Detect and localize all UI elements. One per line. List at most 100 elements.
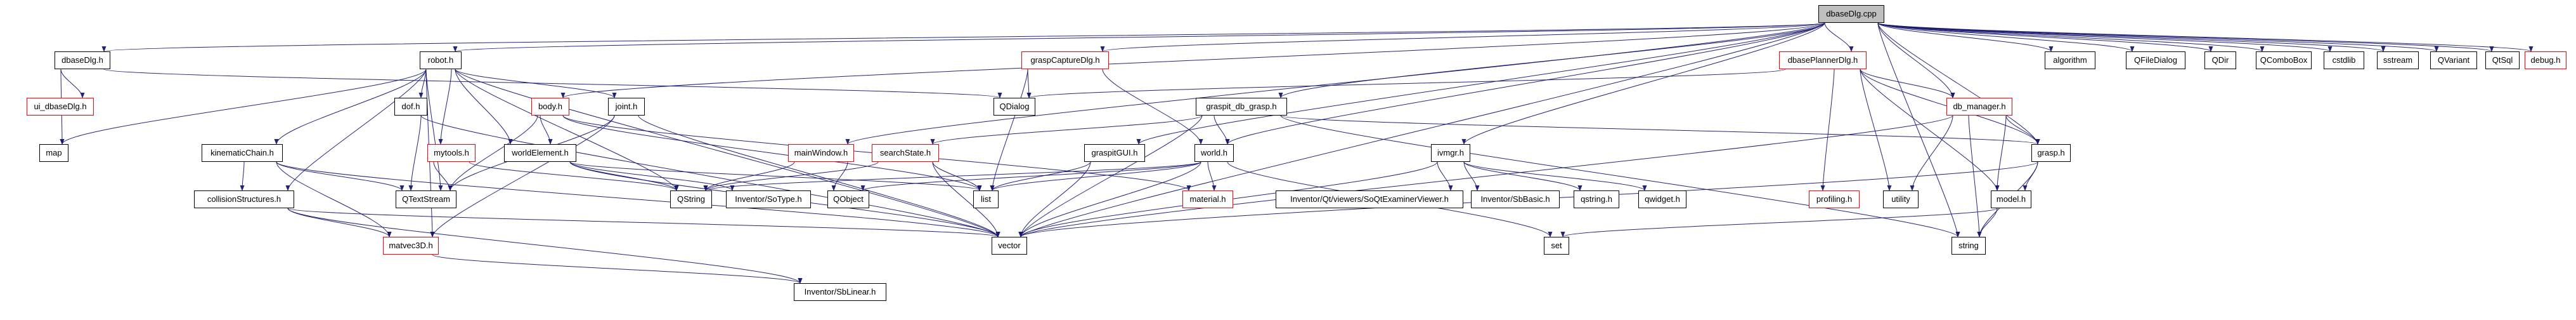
include-edge-searchState_h-to-vector [932,161,1000,237]
include-edge-dbaseDlg_cpp-to-dbasePlannerDlg_h [1824,22,1854,52]
include-edge-matvec3D_h-to-Inventor_SbLinear_h [432,254,803,284]
graph-node-debug_h[interactable]: debug.h [2525,51,2566,69]
include-edge-dbasePlannerDlg_h-to-QDialog [1027,69,1786,98]
graph-node-graspitGUI_h[interactable]: graspitGUI.h [1084,144,1145,162]
include-edge-dbaseDlg_cpp-to-dbaseDlg_h [102,22,1825,52]
graph-node-string[interactable]: string [1951,237,1986,255]
include-edge-body_h-to-worldElement_h [540,115,553,145]
include-edge-collisionStructures_h-to-vector [287,208,1000,237]
graph-node-sstream[interactable]: sstream [2377,51,2419,69]
include-edge-robot_h-to-QString [455,69,679,191]
include-edge-dbaseDlg_cpp-to-string [1877,22,1960,237]
include-edge-robot_h-to-mytools_h [438,69,452,145]
include-edge-dbasePlannerDlg_h-to-profiling_h [1820,69,1835,191]
graph-node-body_h[interactable]: body.h [531,98,569,116]
include-edge-db_manager_h-to-vector [1018,115,1953,237]
graph-node-cstdlib[interactable]: cstdlib [2324,51,2364,69]
include-edge-dbaseDlg_cpp-to-QComboBox [1877,22,2265,52]
graph-node-QVariant[interactable]: QVariant [2430,51,2477,69]
include-edge-world_h-to-material_h [1207,161,1217,191]
include-edge-world_h-to-vector [1018,161,1201,237]
include-edge-mytools_h-to-QTextStream [433,161,453,191]
graph-node-QString[interactable]: QString [670,190,712,208]
include-edge-graspit_db_grasp_h-to-vector [1018,115,1203,237]
include-edge-collisionStructures_h-to-Inventor_SbLinear_h [287,208,803,284]
graph-node-QDir[interactable]: QDir [2204,51,2236,69]
graph-node-kinematicChain_h[interactable]: kinematicChain.h [202,144,283,162]
graph-node-dbaseDlg_h[interactable]: dbaseDlg.h [55,51,110,69]
include-edge-dbaseDlg_h-to-ui_dbaseDlg_h [60,69,85,98]
graph-node-mytools_h[interactable]: mytools.h [427,144,476,162]
include-edge-dof_h-to-vector [420,115,1000,237]
graph-node-dof_h[interactable]: dof.h [394,98,427,116]
include-edge-kinematicChain_h-to-matvec3D_h [276,161,392,237]
graph-node-dbaseDlg_cpp: dbaseDlg.cpp [1818,5,1884,23]
graph-node-QObject[interactable]: QObject [827,190,869,208]
include-edge-model_h-to-string [1977,208,1998,237]
include-edge-world_h-to-list [990,161,1201,191]
include-edge-robot_h-to-worldElement_h [455,69,513,145]
include-edge-dbaseDlg_cpp-to-graspCaptureDlg_h [1101,22,1825,52]
graph-node-db_manager_h[interactable]: db_manager.h [1946,98,2012,116]
include-edge-collisionStructures_h-to-matvec3D_h [287,208,392,237]
include-edge-dbaseDlg_cpp-to-algorithm [1877,22,2054,52]
graph-node-set[interactable]: set [1544,237,1569,255]
graph-node-QDialog[interactable]: QDialog [994,98,1035,116]
graph-node-QtSql[interactable]: QtSql [2485,51,2520,69]
include-edge-dbaseDlg_h-to-QDialog [103,69,1002,98]
graph-node-graspit_db_grasp_h[interactable]: graspit_db_grasp.h [1196,98,1287,116]
graph-node-mainWindow_h[interactable]: mainWindow.h [788,144,854,162]
include-edge-ivmgr_h-to-qwidget_h [1463,161,1647,191]
include-edge-robot_h-to-joint_h [455,69,617,98]
graph-node-joint_h[interactable]: joint.h [608,98,645,116]
graph-node-dbasePlannerDlg_h[interactable]: dbasePlannerDlg.h [1779,51,1867,69]
include-edge-mainWindow_h-to-QObject [831,161,848,191]
include-edge-body_h-to-QTextStream [448,115,538,191]
graph-node-algorithm[interactable]: algorithm [2045,51,2095,69]
include-edge-dbaseDlg_cpp-to-mainWindow_h [845,22,1825,145]
graph-node-model_h[interactable]: model.h [1991,190,2031,208]
graph-node-robot_h[interactable]: robot.h [420,51,462,69]
graph-node-profiling_h[interactable]: profiling.h [1809,190,1860,208]
graph-node-map[interactable]: map [39,144,68,162]
graph-node-graspCaptureDlg_h[interactable]: graspCaptureDlg.h [1021,51,1109,69]
include-edge-graspitGUI_h-to-vector [1018,161,1091,237]
graph-node-QComboBox[interactable]: QComboBox [2256,51,2312,69]
include-edge-dbaseDlg_cpp-to-body_h [561,22,1825,98]
include-edge-dbaseDlg_cpp-to-debug_h [1877,22,2533,52]
graph-node-Inventor_SbBasic_h[interactable]: Inventor/SbBasic.h [1471,190,1560,208]
graph-node-world_h[interactable]: world.h [1194,144,1234,162]
include-edge-db_manager_h-to-grasp_h [2005,115,2040,145]
include-edge-graspitGUI_h-to-list [990,161,1091,191]
graph-node-ivmgr_h[interactable]: ivmgr.h [1431,144,1470,162]
graph-node-qstring_h[interactable]: qstring.h [1574,190,1619,208]
include-edge-worldElement_h-to-Inventor_SoType_h [569,161,735,191]
graph-node-QFileDialog[interactable]: QFileDialog [2126,51,2185,69]
include-edge-dbasePlannerDlg_h-to-db_manager_h [1860,69,1955,98]
include-edge-robot_h-to-map [60,69,427,145]
include-edge-robot_h-to-kinematicChain_h [274,69,427,145]
include-edge-robot_h-to-QTextStream [425,69,443,191]
graph-node-collisionStructures_h[interactable]: collisionStructures.h [194,190,294,208]
graph-node-searchState_h[interactable]: searchState.h [872,144,939,162]
graph-node-Inventor_SbLinear_h[interactable]: Inventor/SbLinear.h [794,283,886,301]
graph-node-vector[interactable]: vector [992,237,1027,255]
graph-node-qwidget_h[interactable]: qwidget.h [1638,190,1686,208]
graph-node-Inventor_SoType_h[interactable]: Inventor/SoType.h [726,190,811,208]
graph-node-material_h[interactable]: material.h [1182,190,1233,208]
graph-node-ui_dbaseDlg_h[interactable]: ui_dbaseDlg.h [27,98,94,116]
graph-node-SoQtExaminerViewer[interactable]: Inventor/Qt/viewers/SoQtExaminerViewer.h [1276,190,1463,208]
include-edge-mytools_h-to-QString [469,161,679,191]
include-edge-world_h-to-QObject [860,161,1201,191]
include-edge-robot_h-to-collisionStructures_h [285,69,427,191]
graph-node-utility[interactable]: utility [1883,190,1919,208]
graph-node-matvec3D_h[interactable]: matvec3D.h [383,237,439,255]
include-edge-dbaseDlg_cpp-to-robot_h [453,22,1825,52]
graph-node-grasp_h[interactable]: grasp.h [2031,144,2071,162]
graph-node-QTextStream[interactable]: QTextStream [396,190,456,208]
include-edge-dbaseDlg_cpp-to-graspitGUI_h [1136,22,1825,145]
graph-node-list[interactable]: list [973,190,999,208]
graph-node-worldElement_h[interactable]: worldElement.h [504,144,576,162]
include-edge-joint_h-to-matvec3D_h [430,115,615,237]
